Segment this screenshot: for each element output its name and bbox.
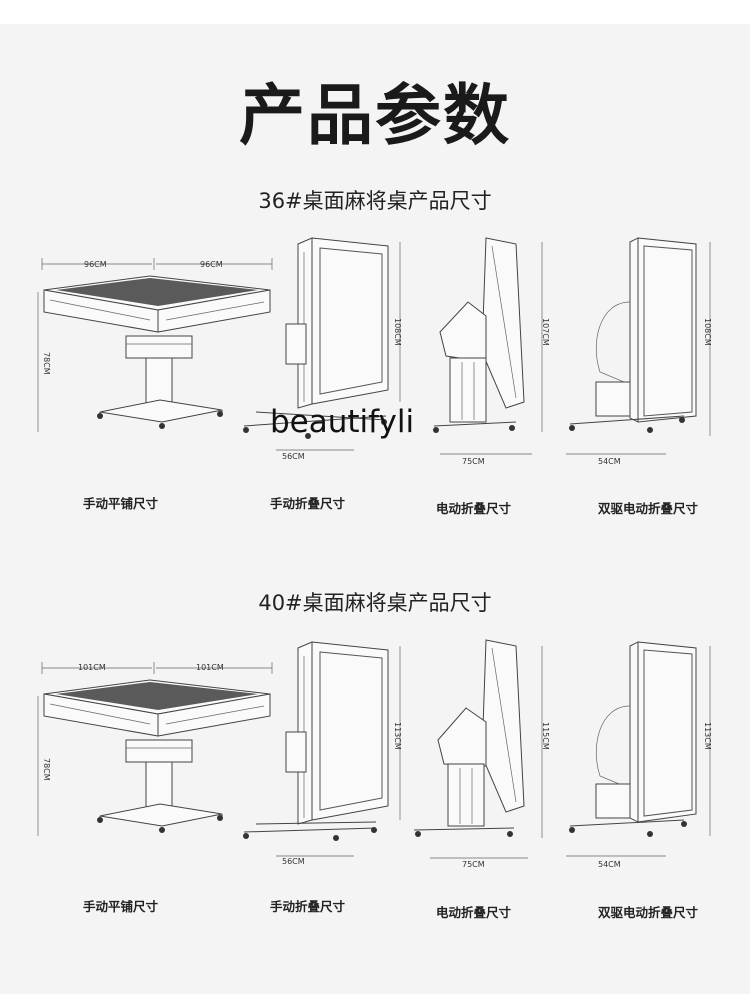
dual-fold-depth-1: 54CM: [598, 457, 621, 466]
dual-fold-height-1: 108CM: [703, 318, 712, 346]
dual-fold-caption-1: 双驱电动折叠尺寸: [598, 501, 699, 516]
dual-fold-depth-2: 54CM: [598, 860, 621, 869]
flat-table-drawing-2: [37, 662, 273, 836]
dual-fold-caption-2: 双驱电动折叠尺寸: [598, 905, 699, 920]
electric-fold-drawing-1: [433, 237, 543, 455]
electric-fold-height-2: 115CM: [541, 722, 550, 750]
manual-fold-drawing-1: [243, 237, 401, 451]
manual-fold-drawing-2: [243, 641, 401, 857]
manual-fold-depth-2: 56CM: [282, 857, 305, 866]
dual-fold-drawing-2: [566, 641, 711, 857]
flat-table-drawing-1: [37, 258, 273, 432]
electric-fold-drawing-2: [413, 639, 543, 859]
electric-fold-caption-1: 电动折叠尺寸: [436, 501, 512, 516]
flat-caption-1: 手动平铺尺寸: [83, 496, 159, 511]
flat-width-b-1: 96CM: [200, 260, 223, 269]
flat-width-b-2: 101CM: [196, 663, 224, 672]
electric-fold-caption-2: 电动折叠尺寸: [436, 905, 512, 920]
dual-fold-drawing-1: [566, 237, 711, 455]
flat-height-1: 78CM: [42, 352, 51, 375]
manual-fold-height-2: 113CM: [393, 722, 402, 750]
flat-height-2: 78CM: [42, 758, 51, 781]
flat-width-a-1: 96CM: [84, 260, 107, 269]
page-title: 产品参数: [239, 77, 511, 154]
top-band: [0, 0, 750, 24]
manual-fold-caption-1: 手动折叠尺寸: [270, 496, 346, 511]
section-2-subtitle: 40#桌面麻将桌产品尺寸: [258, 591, 492, 615]
flat-caption-2: 手动平铺尺寸: [83, 899, 159, 914]
electric-fold-height-1: 107CM: [541, 318, 550, 346]
flat-width-a-2: 101CM: [78, 663, 106, 672]
electric-fold-depth-2: 75CM: [462, 860, 485, 869]
dual-fold-height-2: 113CM: [703, 722, 712, 750]
manual-fold-depth-1: 56CM: [282, 452, 305, 461]
electric-fold-depth-1: 75CM: [462, 457, 485, 466]
section-1-subtitle: 36#桌面麻将桌产品尺寸: [258, 189, 492, 213]
watermark-text: beautifyli: [270, 404, 415, 440]
manual-fold-caption-2: 手动折叠尺寸: [270, 899, 346, 914]
manual-fold-height-1: 108CM: [393, 318, 402, 346]
